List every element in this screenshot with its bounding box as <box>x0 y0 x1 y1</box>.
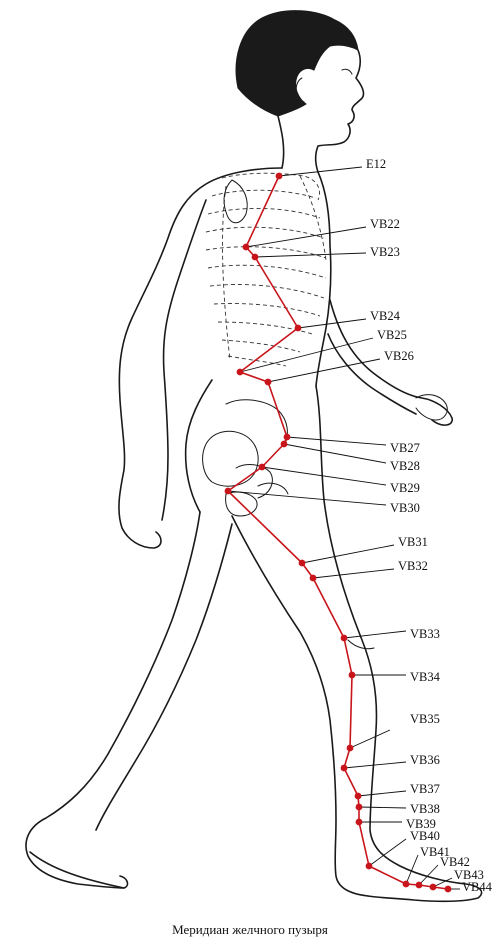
point-vb22 <box>242 243 250 251</box>
point-label-vb36: VB36 <box>410 753 440 767</box>
leader-line-vb43 <box>432 877 453 888</box>
leader-line-vb22 <box>245 226 367 248</box>
point-label-e12: E12 <box>366 157 386 171</box>
leader-line-vb24 <box>297 318 367 329</box>
leader-line-vb41 <box>405 854 419 885</box>
leader-line-vb35 <box>349 729 391 749</box>
point-label-vb28: VB28 <box>390 459 420 473</box>
leader-line-vb32 <box>312 568 395 579</box>
head-drawing <box>235 10 365 173</box>
point-label-vb44: VB44 <box>462 880 493 894</box>
hair <box>235 10 359 117</box>
point-label-vb34: VB34 <box>410 670 441 684</box>
point-label-vb32: VB32 <box>398 559 428 573</box>
point-vb29 <box>258 463 266 471</box>
point-vb34 <box>348 671 356 679</box>
point-label-vb22: VB22 <box>370 217 400 231</box>
torso-drawing <box>118 167 453 549</box>
waist-back <box>184 379 213 513</box>
chest-front <box>315 171 332 387</box>
leader-line-vb31 <box>301 544 395 564</box>
leader-line-vb26 <box>267 358 381 383</box>
point-label-vb27: VB27 <box>390 441 420 455</box>
front-leg-front-edge <box>315 385 483 903</box>
point-label-vb29: VB29 <box>390 481 420 495</box>
point-vb23 <box>251 253 259 261</box>
point-vb27 <box>283 433 291 441</box>
point-vb41 <box>402 880 410 888</box>
point-vb28 <box>280 440 288 448</box>
front-hand <box>415 394 448 421</box>
leader-line-vb33 <box>343 630 407 639</box>
front-leg-back-edge <box>231 515 369 897</box>
point-label-vb35: VB35 <box>410 712 440 726</box>
point-vb37 <box>354 792 362 800</box>
point-label-vb40: VB40 <box>410 829 440 843</box>
leader-line-vb37 <box>357 790 407 797</box>
scapula <box>223 179 248 224</box>
front-arm-lower <box>327 333 417 415</box>
meridian-line <box>227 175 449 890</box>
point-vb42 <box>415 881 423 889</box>
leader-line-vb38 <box>358 806 407 809</box>
point-label-vb25: VB25 <box>377 328 407 342</box>
point-label-vb23: VB23 <box>370 245 400 259</box>
buttock-back-leg <box>25 511 201 889</box>
leader-line-vb23 <box>254 252 367 258</box>
face-profile <box>314 49 365 173</box>
back-arm-inner <box>161 199 207 521</box>
eye <box>341 68 353 75</box>
point-vb44 <box>444 885 452 893</box>
leader-line-vb27 <box>286 436 387 446</box>
point-vb33 <box>340 634 348 642</box>
point-label-vb41: VB41 <box>420 845 450 859</box>
point-vb26 <box>264 378 272 386</box>
point-vb36 <box>340 764 348 772</box>
point-vb31 <box>298 559 306 567</box>
back-leg-front-edge <box>95 523 233 831</box>
front-arm <box>329 299 453 426</box>
caption: Меридиан желчного пузыря <box>172 922 328 937</box>
point-vb38 <box>355 803 363 811</box>
leader-line-vb42 <box>418 864 439 886</box>
point-label-vb37: VB37 <box>410 782 440 796</box>
meridian-layer: E12VB22VB23VB24VB25VB26VB27VB28VB29VB30V… <box>224 157 493 894</box>
point-vb35 <box>346 744 354 752</box>
neck-back <box>277 115 285 169</box>
point-vb30 <box>224 487 232 495</box>
ear <box>295 77 305 103</box>
point-vb25 <box>236 368 244 376</box>
shoulder-back-outline <box>118 167 283 549</box>
point-vb24 <box>294 324 302 332</box>
leader-line-vb30 <box>227 490 387 506</box>
point-label-vb38: VB38 <box>410 802 440 816</box>
point-label-vb39: VB39 <box>406 817 436 831</box>
leader-line-vb25 <box>239 337 374 373</box>
point-label-vb42: VB42 <box>440 855 470 869</box>
point-label-vb31: VB31 <box>398 535 428 549</box>
ribcage <box>205 172 327 367</box>
pelvis <box>202 399 289 517</box>
point-label-vb30: VB30 <box>390 501 420 515</box>
point-vb39 <box>355 818 363 826</box>
point-e12 <box>275 172 283 180</box>
point-label-vb26: VB26 <box>384 349 414 363</box>
point-label-vb43: VB43 <box>454 868 484 882</box>
leader-line-vb28 <box>283 443 387 464</box>
point-label-vb24: VB24 <box>370 309 401 323</box>
leader-line-vb40 <box>368 838 407 867</box>
legs-drawing <box>25 385 483 903</box>
point-vb32 <box>309 574 317 582</box>
back-foot-sole <box>29 851 125 889</box>
knee-line <box>347 639 375 650</box>
leader-line-e12 <box>278 166 363 177</box>
leader-line-vb36 <box>343 761 407 769</box>
leader-line-vb29 <box>261 466 387 486</box>
point-vb43 <box>429 883 437 891</box>
point-vb40 <box>365 862 373 870</box>
point-label-vb33: VB33 <box>410 627 440 641</box>
